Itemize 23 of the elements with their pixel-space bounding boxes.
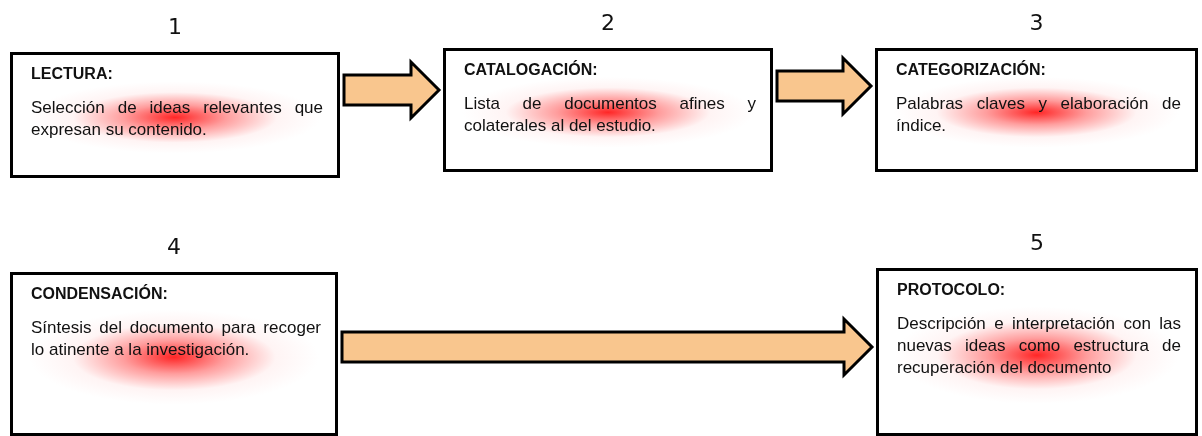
- process-box: [10, 52, 340, 178]
- process-box: [875, 48, 1198, 172]
- box-heading: CATALOGACIÓN:: [464, 61, 599, 79]
- box-description: Lista de documentos afines y colaterales al del estudio.: [464, 93, 756, 137]
- process-box: [443, 48, 773, 172]
- step-number: 5: [1029, 230, 1045, 255]
- step-number: 3: [1028, 10, 1045, 35]
- step-number: 2: [600, 10, 616, 35]
- block-arrow: [775, 54, 874, 118]
- process-box: [876, 268, 1198, 436]
- block-arrow: [342, 58, 442, 122]
- box-heading: PROTOCOLO:: [897, 281, 1007, 299]
- process-box: [10, 272, 338, 436]
- box-description: Selección de ideas relevantes que expresan su contenido.: [31, 97, 323, 141]
- step-number: 4: [166, 234, 182, 259]
- box-heading: LECTURA:: [31, 65, 114, 83]
- box-description: Síntesis del documento para recoger lo atinente a la investigación.: [31, 317, 321, 361]
- box-description: Palabras claves y elaboración de índice.: [896, 93, 1181, 137]
- block-arrow: [340, 315, 875, 379]
- box-description: Descripción e interpretación con las nuevas ideas como estructura de recuperación del documento: [897, 313, 1181, 379]
- step-number: 1: [167, 14, 183, 39]
- box-heading: CATEGORIZACIÓN:: [896, 61, 1047, 79]
- box-heading: CONDENSACIÓN:: [31, 285, 169, 303]
